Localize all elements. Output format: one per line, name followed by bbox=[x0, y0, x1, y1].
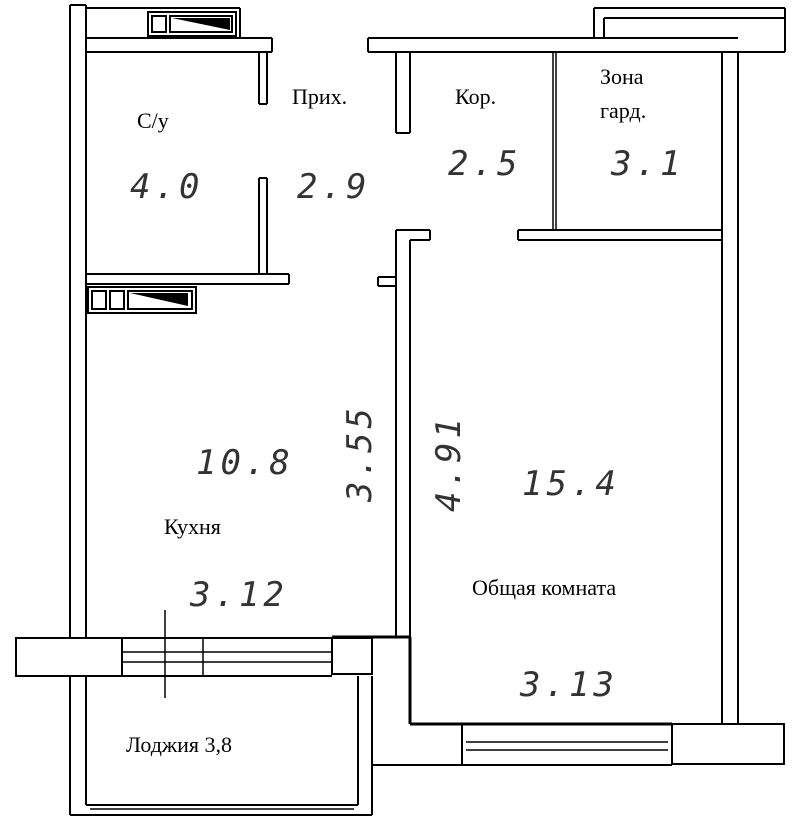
bathroom-area: 4.0 bbox=[130, 167, 203, 207]
top-wall-right bbox=[367, 7, 786, 53]
kitchen-length: 3.55 bbox=[340, 404, 380, 503]
kitchen-width: 3.12 bbox=[189, 575, 288, 615]
corridor-label: Кор. bbox=[455, 84, 496, 109]
living-window-wall bbox=[372, 637, 785, 766]
kitchen-area: 10.8 bbox=[196, 443, 294, 483]
living-label: Общая комната bbox=[472, 575, 616, 600]
top-wall-bathroom bbox=[86, 7, 273, 53]
bathroom-partition bbox=[258, 52, 268, 274]
living-width: 3.13 bbox=[519, 665, 618, 705]
living-area: 15.4 bbox=[522, 464, 620, 504]
right-exterior-wall bbox=[721, 52, 739, 724]
wardrobe-area: 3.1 bbox=[610, 144, 684, 184]
living-length: 4.91 bbox=[429, 414, 469, 512]
kitchen-window-wall bbox=[15, 610, 410, 698]
loggia-label: Лоджия 3,8 bbox=[126, 732, 232, 757]
bathroom-bottom-wall bbox=[86, 273, 290, 285]
loggia bbox=[69, 676, 373, 816]
hall-label: Прих. bbox=[292, 84, 347, 109]
kitchen-living-partition bbox=[377, 229, 431, 637]
vent-duct-kitchen bbox=[87, 286, 197, 314]
corridor-partition bbox=[395, 52, 411, 134]
vent-duct-top bbox=[147, 11, 237, 37]
wardrobe-label-line2: гард. bbox=[600, 98, 646, 123]
hall-area: 2.9 bbox=[297, 167, 370, 207]
corridor-area: 2.5 bbox=[448, 144, 521, 184]
left-exterior-wall bbox=[69, 4, 87, 638]
kitchen-label: Кухня bbox=[164, 514, 221, 539]
wardrobe-label-line1: Зона bbox=[600, 64, 644, 89]
wardrobe-partition bbox=[517, 52, 722, 241]
bathroom-label: С/у bbox=[137, 108, 169, 133]
